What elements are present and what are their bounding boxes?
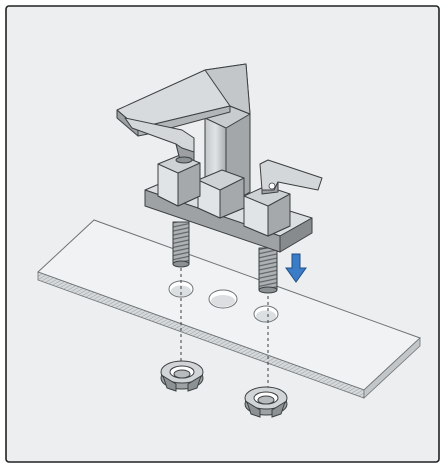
lock-nut-left: [161, 361, 203, 391]
mounting-hole-right: [254, 306, 278, 322]
mounting-hole-center: [209, 290, 237, 308]
threaded-shank-left: [173, 222, 189, 267]
faucet-center-block: [198, 170, 244, 218]
lock-nut-right: [245, 387, 287, 417]
threaded-shank-right: [259, 248, 277, 293]
